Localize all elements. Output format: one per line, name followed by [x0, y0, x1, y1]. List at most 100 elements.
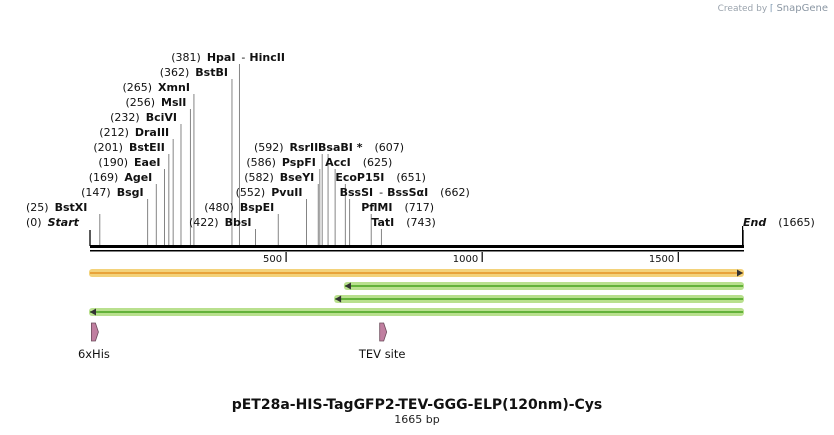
site-eaei-name: EaeI: [134, 156, 161, 169]
site-pspfi-position: (586): [246, 156, 276, 169]
site-bbsi-name: BbsI: [225, 216, 252, 229]
feature-green-1: [343, 282, 744, 290]
site-bstbi-position: (362): [160, 66, 190, 79]
site-eaei-label: (190) EaeI: [98, 156, 160, 169]
site-agei-position: (169): [89, 171, 119, 184]
site-ecop15i-label: EcoP15I(651): [335, 171, 426, 184]
credit-prefix: Created by: [717, 4, 768, 14]
site-rsrii-position: (592): [254, 141, 284, 154]
backbone-line-top: [90, 245, 744, 248]
site-draiii-name: DraIII: [135, 126, 169, 139]
site-end-name: End: [743, 216, 766, 229]
site-tick-lines: [89, 64, 744, 246]
site-start-name: Start: [48, 216, 80, 229]
site-bcivi: (232) BciVI: [110, 111, 177, 124]
marker-tev-shape: [379, 322, 388, 342]
site-start: (0) Start: [26, 216, 80, 229]
feature-green-3: [89, 308, 744, 316]
site-acci-label: AccI (625): [325, 156, 392, 169]
snapgene-logo-icon: ⌈: [770, 4, 774, 14]
ruler-tick-label-1000: 1000: [453, 254, 478, 265]
feature-green-2: [334, 295, 744, 303]
site-tati-name: TatI: [371, 216, 394, 229]
site-pflmi: PflMI(717): [361, 201, 434, 214]
site-tati-label: TatI (743): [371, 216, 435, 229]
site-pvuii-name: PvuII: [271, 186, 302, 199]
credit-brand: SnapGene: [776, 3, 828, 14]
site-bstxi: (25) BstXI: [26, 201, 87, 214]
site-bsabi: BsaBI *(607): [318, 141, 404, 154]
site-bseyi: (582)BseYI: [244, 171, 314, 184]
site-acci-name: AccI: [325, 156, 351, 169]
site-bsabi-name: BsaBI *: [318, 141, 363, 154]
site-draiii-label: (212)DraIII: [99, 126, 169, 139]
site-end-position: (1665): [778, 216, 815, 229]
marker-tev-label: TEV site: [358, 347, 406, 361]
snapgene-credit: Created by ⌈ SnapGene: [718, 3, 828, 14]
feature-green-2-arrowhead: [335, 295, 342, 303]
site-bsabi-label: BsaBI *(607): [318, 141, 404, 154]
feature-arrows: [89, 269, 744, 316]
site-hpai-position: (381): [171, 51, 201, 64]
site-agei: (169) AgeI: [89, 171, 153, 184]
site-hpai-label: (381)HpaI-HincII: [171, 51, 285, 64]
site-start-label: (0) Start: [26, 216, 80, 229]
site-tati-position: (743): [406, 216, 436, 229]
site-pflmi-name: PflMI: [361, 201, 392, 214]
site-xmni: (265)XmnI: [122, 81, 189, 94]
site-bseyi-position: (582): [244, 171, 274, 184]
backbone: [90, 226, 744, 252]
site-bstxi-label: (25) BstXI: [26, 201, 87, 214]
site-rsrii: (592) RsrII: [254, 141, 318, 154]
site-bcivi-position: (232): [110, 111, 140, 124]
site-bstbi-label: (362) BstBI: [160, 66, 228, 79]
ruler-tick-label-1500: 1500: [649, 254, 674, 265]
site-pspfi-name: PspFI: [282, 156, 316, 169]
site-bspei-label: (480)BspEI: [204, 201, 274, 214]
site-msli-position: (256): [125, 96, 155, 109]
site-bsgi: (147)BsgI: [81, 186, 144, 199]
site-agei-name: AgeI: [124, 171, 152, 184]
site-pvuii-position: (552): [236, 186, 266, 199]
site-ecop15i: EcoP15I(651): [335, 171, 426, 184]
site-hpai-name2: HincII: [249, 51, 285, 64]
feature-green-1-arrowhead: [344, 282, 351, 290]
site-rsrii-name: RsrII: [290, 141, 319, 154]
backbone-line-bottom: [90, 250, 744, 252]
site-agei-label: (169) AgeI: [89, 171, 153, 184]
site-bstxi-position: (25): [26, 201, 49, 214]
site-eaei-position: (190): [98, 156, 128, 169]
site-bstbi-name: BstBI: [195, 66, 228, 79]
restriction-site-labels: (0) Start (25) BstXI (147)BsgI (169) AgeI (190)…: [26, 51, 815, 229]
site-bstbi: (362) BstBI: [160, 66, 228, 79]
site-acci-position: (625): [363, 156, 393, 169]
plasmid-size: 1665 bp: [394, 413, 439, 426]
site-bcivi-label: (232) BciVI: [110, 111, 177, 124]
ruler: 500 1000 1500: [263, 252, 679, 265]
feature-green-3-arrowhead: [90, 308, 96, 316]
ruler-tick-label-500: 500: [263, 254, 282, 265]
site-pspfi-label: (586) PspFI: [246, 156, 316, 169]
site-end-label: End (1665): [743, 216, 815, 229]
plasmid-title: pET28a-HIS-TagGFP2-TEV-GGG-ELP(120nm)-Cy…: [232, 397, 603, 413]
site-start-position: (0): [26, 216, 42, 229]
site-bbsi: (422)BbsI: [189, 216, 252, 229]
site-pspfi: (586) PspFI: [246, 156, 316, 169]
marker-tev: TEV site: [358, 322, 406, 361]
site-msli-name: MslI: [161, 96, 186, 109]
site-bsteii-name: BstEII: [129, 141, 165, 154]
site-acci: AccI (625): [325, 156, 392, 169]
site-bsssi-name2: BssSαI: [387, 186, 428, 199]
site-hpai-separator: -: [241, 51, 245, 64]
site-bspei: (480)BspEI: [204, 201, 274, 214]
site-draiii: (212)DraIII: [99, 126, 169, 139]
site-bseyi-label: (582)BseYI: [244, 171, 314, 184]
site-xmni-name: XmnI: [158, 81, 190, 94]
marker-6xhis-shape: [91, 322, 99, 342]
site-bcivi-name: BciVI: [146, 111, 177, 124]
site-bstxi-name: BstXI: [55, 201, 88, 214]
site-bspei-name: BspEI: [240, 201, 274, 214]
site-msli: (256) MslI: [125, 96, 186, 109]
